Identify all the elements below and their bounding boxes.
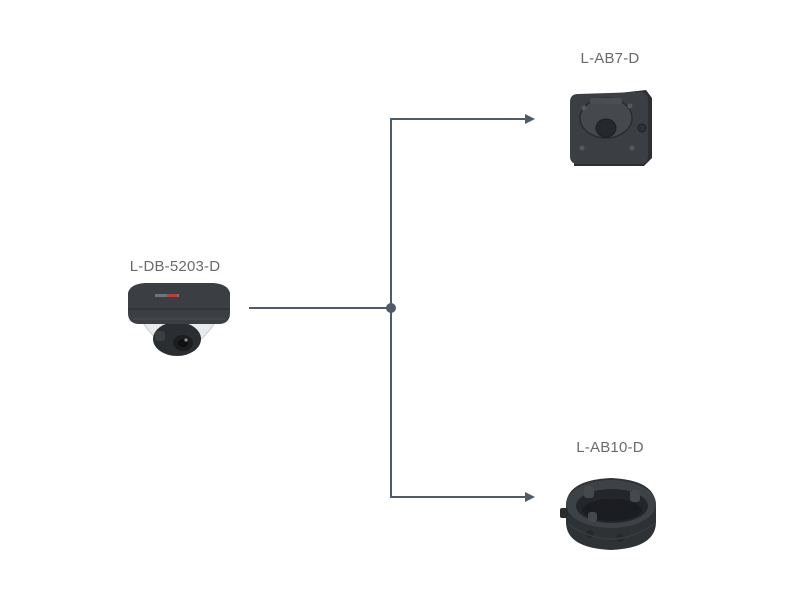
camera-model-label: L-DB-5203-D: [129, 258, 221, 275]
junction-box-ab7-label: L-AB7-D: [580, 50, 640, 67]
junction-box-square-icon: [566, 84, 654, 170]
dome-camera-icon: [125, 283, 233, 365]
junction-box-round-icon: [560, 468, 662, 554]
junction-dot: [386, 303, 396, 313]
junction-box-ab10-label: L-AB10-D: [576, 439, 644, 456]
